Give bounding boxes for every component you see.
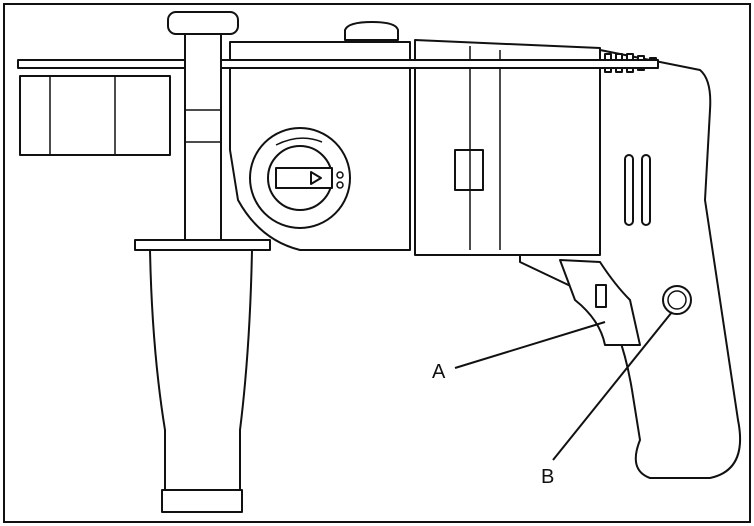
auxiliary-handle-end-cap <box>161 489 243 513</box>
auxiliary-handle-collar <box>134 239 271 251</box>
figure-frame <box>3 3 751 523</box>
callout-b-label: B <box>541 466 554 488</box>
auxiliary-handle-grip <box>149 249 253 513</box>
auxiliary-handle-top-knob <box>167 11 239 35</box>
triangle-arrow-icon <box>310 171 322 185</box>
drill-chuck <box>19 75 171 156</box>
lock-on-button[interactable] <box>662 285 692 315</box>
slot-detail-left <box>624 154 634 226</box>
callout-a-label: A <box>432 361 446 383</box>
slot-detail-right <box>641 154 651 226</box>
callout-b-leader <box>552 311 673 461</box>
callout-a-leader <box>454 321 606 369</box>
trigger-detail <box>595 284 607 308</box>
depth-gauge-clamp <box>344 21 399 41</box>
motor-housing <box>414 39 601 256</box>
depth-gauge-rod <box>17 59 659 69</box>
selector-switch-lever[interactable] <box>275 167 333 189</box>
rotation-arrow-icon <box>275 137 323 146</box>
auxiliary-handle-column <box>184 33 222 245</box>
housing-panel <box>454 149 484 191</box>
